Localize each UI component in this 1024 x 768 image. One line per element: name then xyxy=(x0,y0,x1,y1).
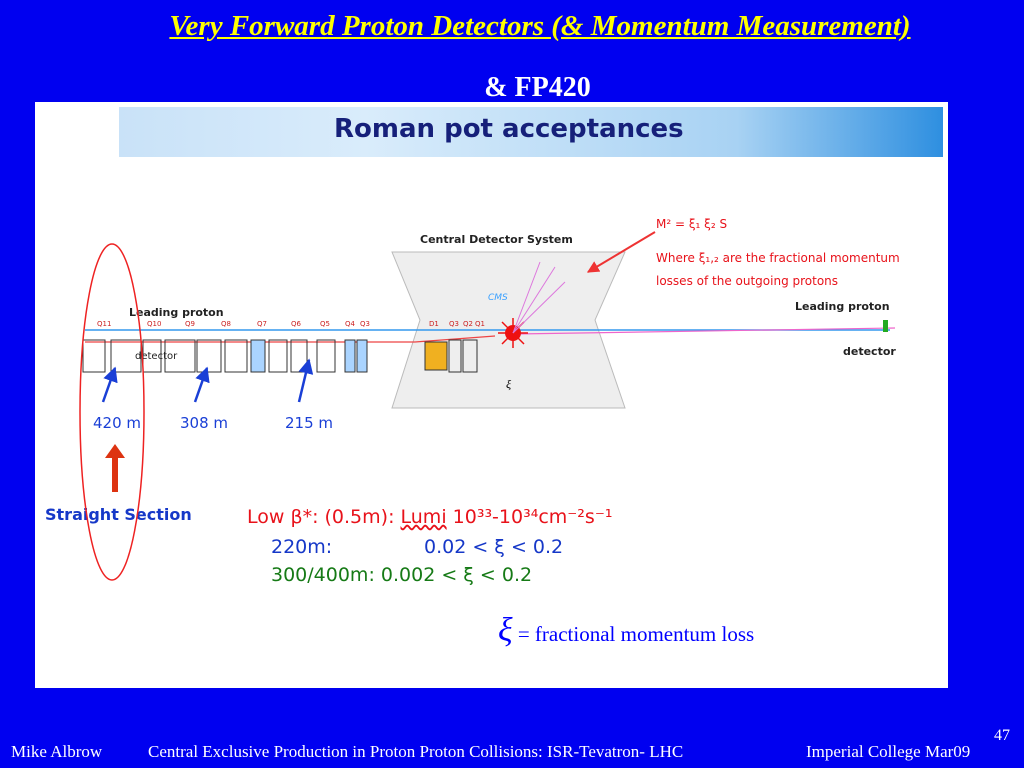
arrow-308m xyxy=(193,366,210,403)
proton-trajectory-right xyxy=(514,327,896,335)
straight-section-label: Straight Section xyxy=(45,505,192,524)
where-line-2: losses of the outgoing protons xyxy=(656,274,838,288)
svg-text:Q6: Q6 xyxy=(291,320,302,328)
svg-text:Q3: Q3 xyxy=(360,320,370,328)
footer-venue: Imperial College Mar09 xyxy=(806,742,971,761)
page-number: 47 xyxy=(994,727,1010,744)
arrow-420m xyxy=(101,366,118,403)
svg-text:Q4: Q4 xyxy=(345,320,356,328)
svg-text:Q1: Q1 xyxy=(475,320,485,328)
particle-tracks xyxy=(512,261,566,334)
formula-arrow xyxy=(586,231,656,273)
distance-215m: 215 m xyxy=(285,414,333,432)
xi-definition: ξ = fractional momentum loss xyxy=(498,612,754,650)
leading-proton-left-label: Leading proton xyxy=(129,306,224,319)
svg-text:Q2: Q2 xyxy=(463,320,473,328)
footer-author: Mike Albrow xyxy=(11,742,103,761)
straight-section-arrow-head xyxy=(105,444,125,458)
xi-symbol: ξ xyxy=(498,612,513,649)
acceptance-row-220m: 220m:0.02 < ξ < 0.2 xyxy=(271,536,564,558)
distance-308m: 308 m xyxy=(180,414,228,432)
leading-proton-right-label: Leading proton xyxy=(795,300,890,313)
svg-text:D1: D1 xyxy=(429,320,439,328)
svg-text:Q3: Q3 xyxy=(449,320,459,328)
magnet-labels: Q11 Q10 Q9 Q8 Q7 Q6 Q5 Q4 Q3 D1 Q3 Q2 Q1 xyxy=(97,320,485,328)
where-line-1: Where ξ₁,₂ are the fractional momentum xyxy=(656,251,900,265)
arrow-215m xyxy=(297,358,314,403)
svg-text:Q10: Q10 xyxy=(147,320,161,328)
svg-text:Q11: Q11 xyxy=(97,320,111,328)
proton-trajectory-mid xyxy=(414,335,496,343)
figure-banner: Roman pot acceptances xyxy=(119,107,943,157)
footer-talk-title: Central Exclusive Production in Proton P… xyxy=(148,742,684,761)
slide-title: Very Forward Proton Detectors (& Momentu… xyxy=(169,10,911,42)
slide-subtitle: & FP420 xyxy=(484,72,591,103)
svg-text:Q7: Q7 xyxy=(257,320,267,328)
xi-definition-text: = fractional momentum loss xyxy=(517,622,755,646)
central-detector-label: Central Detector System xyxy=(420,233,573,246)
mass-formula: M² = ξ₁ ξ₂ S xyxy=(656,217,727,231)
svg-text:Q5: Q5 xyxy=(320,320,330,328)
cms-label: CMS xyxy=(488,293,508,303)
beamline-diagram: Q11 Q10 Q9 Q8 Q7 Q6 Q5 Q4 Q3 D1 Q3 Q2 Q1… xyxy=(45,217,900,581)
fp420-highlight-ellipse xyxy=(79,243,145,581)
xi-small-label: ξ xyxy=(506,377,512,391)
svg-text:Q9: Q9 xyxy=(185,320,195,328)
detector-left-label: detector xyxy=(135,351,178,362)
detector-right-label: detector xyxy=(843,345,896,358)
acceptance-row-300-400m: 300/400m: 0.002 < ξ < 0.2 xyxy=(271,564,533,586)
banner-title: Roman pot acceptances xyxy=(334,114,684,144)
figure-panel: Roman pot acceptances xyxy=(35,102,948,688)
low-beta-line: Low β*: (0.5m): Lumi 10³³-10³⁴cm⁻²s⁻¹ xyxy=(247,506,613,528)
svg-text:Q8: Q8 xyxy=(221,320,231,328)
distance-420m: 420 m xyxy=(93,414,141,432)
magnet-blocks xyxy=(82,339,478,373)
right-detector-marker xyxy=(883,320,888,332)
